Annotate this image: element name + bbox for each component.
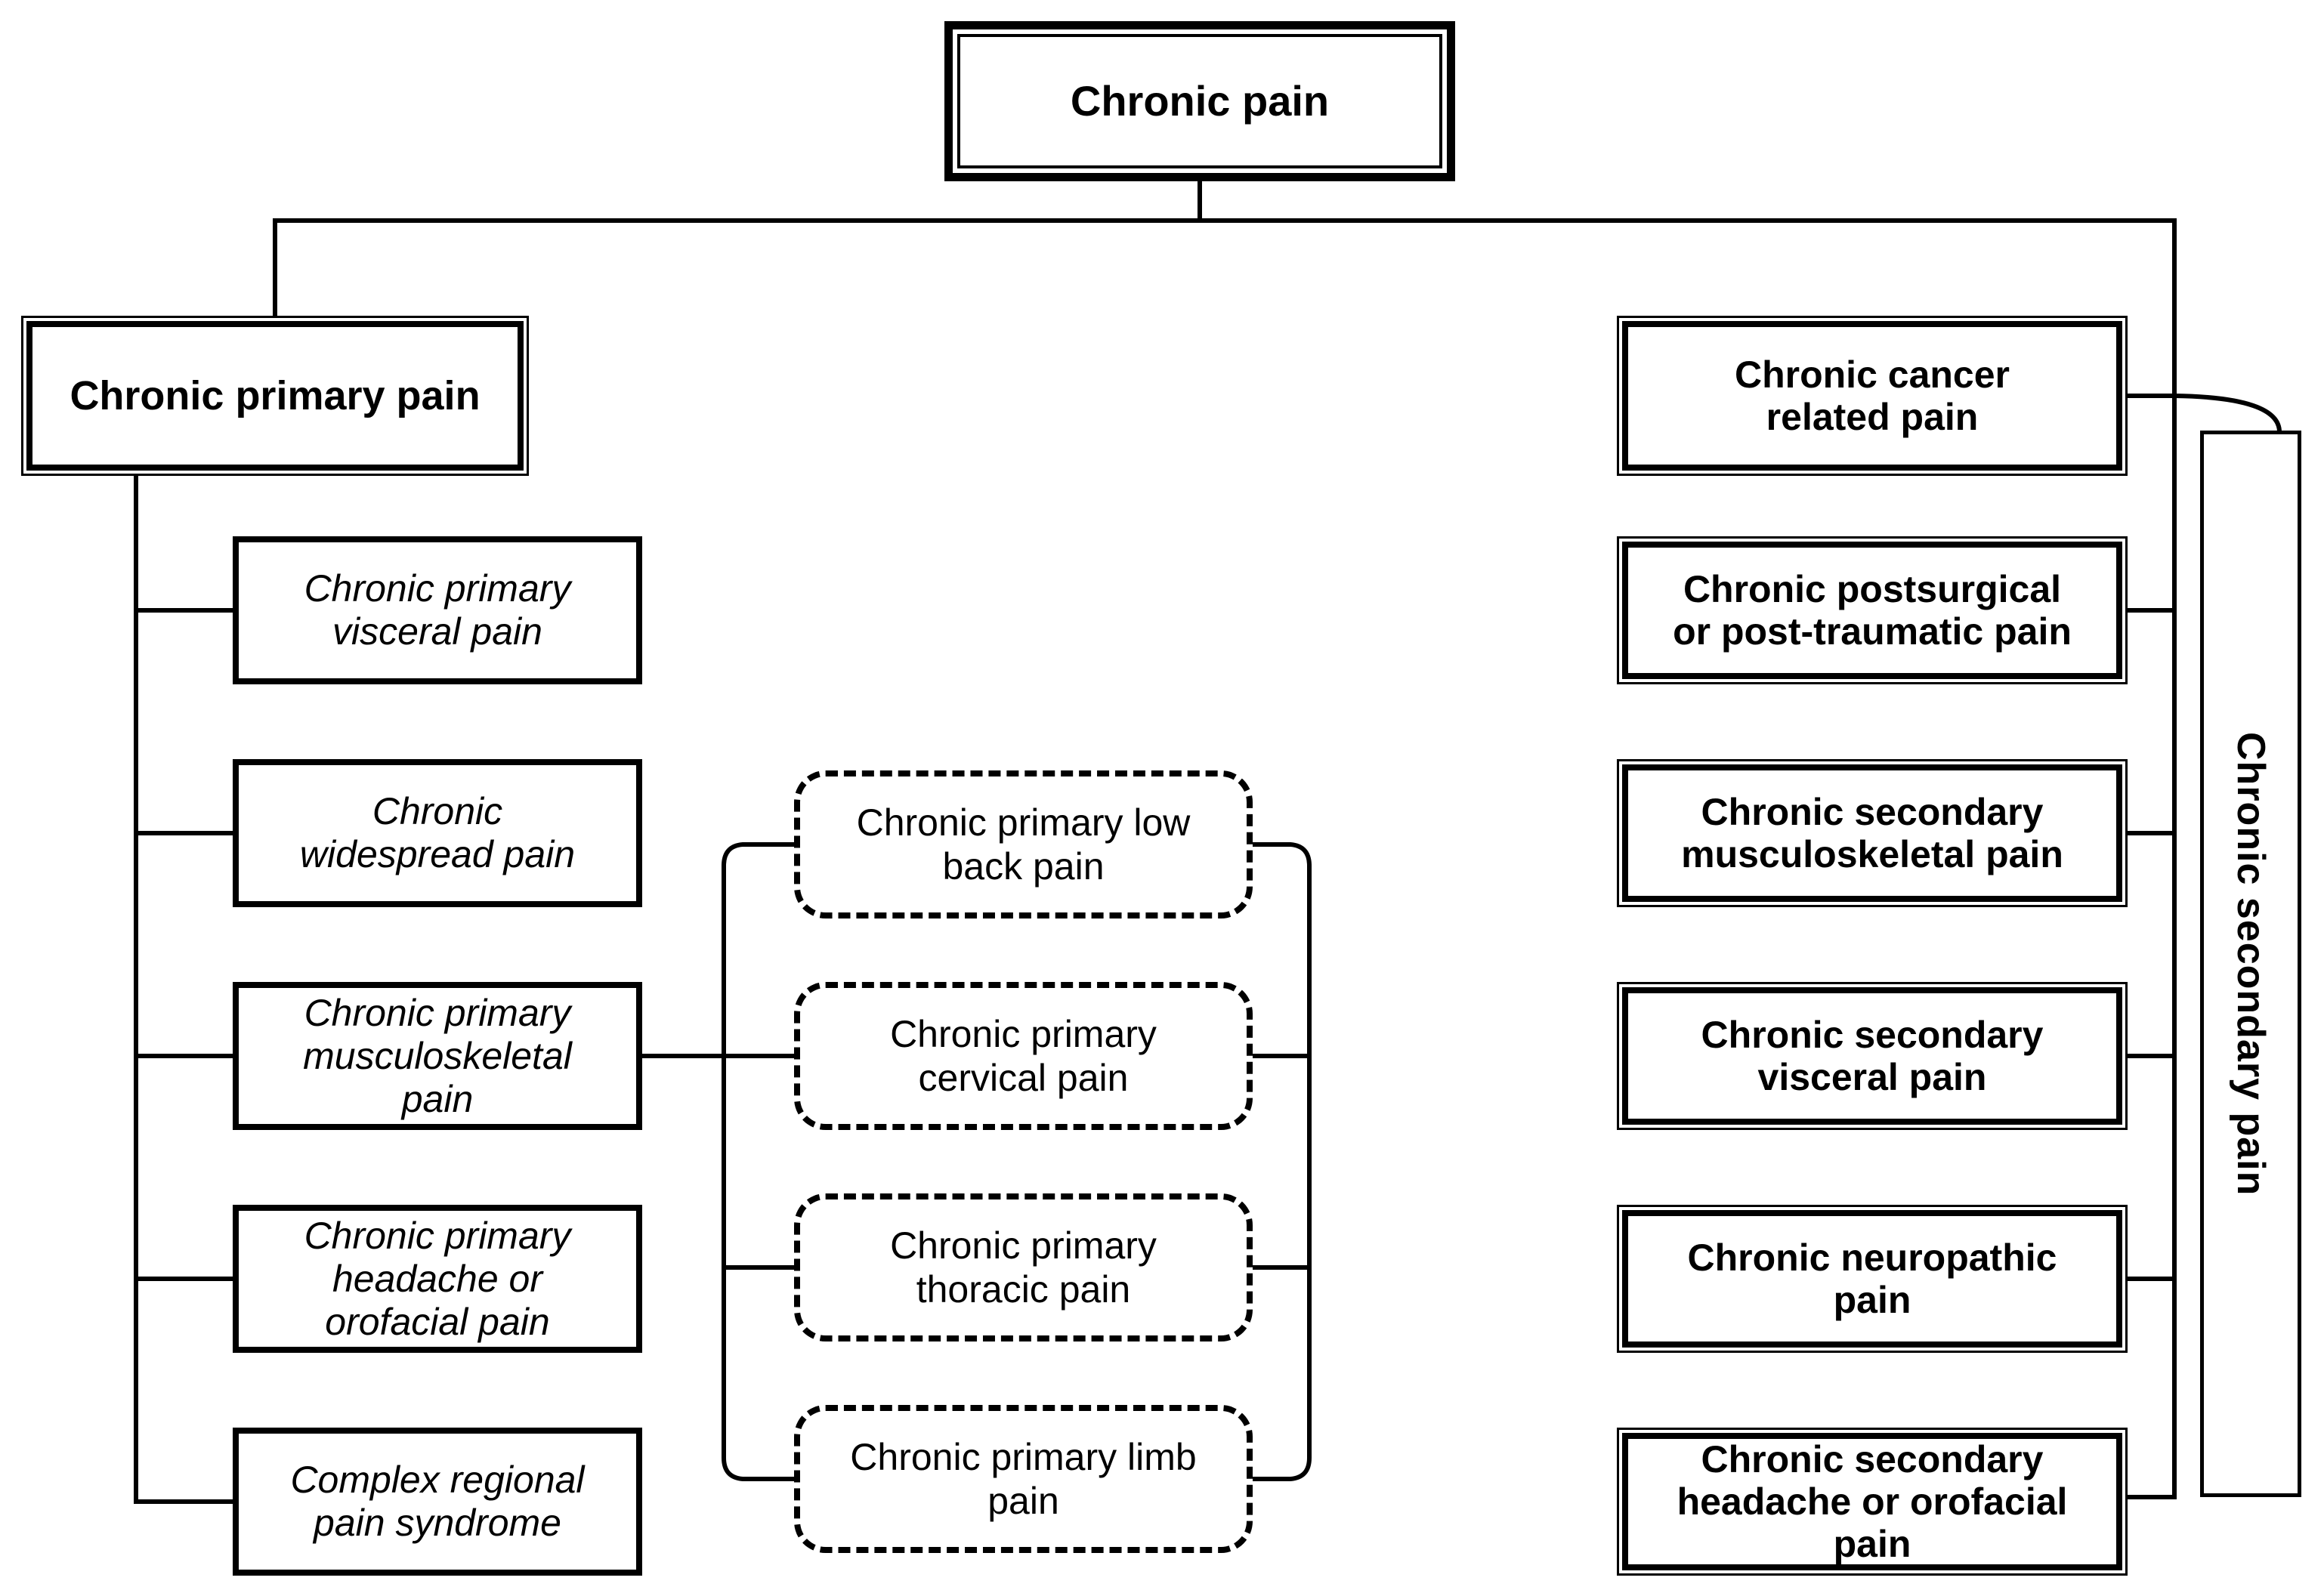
node-chronic-secondary-visceral-pain: Chronic secondary visceral pain xyxy=(1617,982,2128,1130)
node-label: Chronic widespread pain xyxy=(299,790,576,875)
node-chronic-secondary-pain: Chronic secondary pain xyxy=(2200,431,2301,1497)
node-chronic-widespread-pain: Chronic widespread pain xyxy=(233,759,642,907)
node-chronic-primary-limb-pain: Chronic primary limb pain xyxy=(794,1405,1253,1553)
node-label: Chronic secondary visceral pain xyxy=(1701,1014,2044,1098)
node-label: Chronic primary headache or orofacial pa… xyxy=(304,1214,571,1343)
node-chronic-secondary-musculoskeletal-pain: Chronic secondary musculoskeletal pain xyxy=(1617,759,2128,907)
node-label: Complex regional pain syndrome xyxy=(290,1459,585,1544)
node-chronic-primary-visceral-pain: Chronic primary visceral pain xyxy=(233,536,642,684)
node-label: Chronic neuropathic pain xyxy=(1687,1236,2057,1321)
node-label: Chronic cancer related pain xyxy=(1734,354,2010,438)
node-label: Chronic primary limb pain xyxy=(850,1436,1197,1522)
node-chronic-cancer-related-pain: Chronic cancer related pain xyxy=(1617,316,2128,476)
node-label: Chronic postsurgical or post-traumatic p… xyxy=(1673,568,2072,653)
node-chronic-primary-cervical-pain: Chronic primary cervical pain xyxy=(794,982,1253,1130)
node-chronic-secondary-pain-label: Chronic secondary pain xyxy=(2229,731,2273,1196)
node-chronic-primary-headache-or-orofacial-pain: Chronic primary headache or orofacial pa… xyxy=(233,1205,642,1353)
node-label: Chronic primary musculoskeletal pain xyxy=(303,991,572,1120)
node-label: Chronic secondary headache or orofacial … xyxy=(1677,1438,2068,1565)
node-chronic-primary-thoracic-pain: Chronic primary thoracic pain xyxy=(794,1193,1253,1341)
node-chronic-neuropathic-pain: Chronic neuropathic pain xyxy=(1617,1205,2128,1353)
node-chronic-pain-label: Chronic pain xyxy=(1070,76,1330,125)
node-chronic-secondary-headache-or-orofacial-pain: Chronic secondary headache or orofacial … xyxy=(1617,1428,2128,1576)
node-chronic-primary-pain: Chronic primary pain xyxy=(21,316,529,476)
node-chronic-postsurgical-or-post-traumatic-pain: Chronic postsurgical or post-traumatic p… xyxy=(1617,536,2128,684)
node-chronic-pain: Chronic pain xyxy=(944,21,1455,181)
node-chronic-primary-pain-label: Chronic primary pain xyxy=(70,372,481,418)
node-complex-regional-pain-syndrome: Complex regional pain syndrome xyxy=(233,1428,642,1576)
node-label: Chronic primary cervical pain xyxy=(890,1013,1157,1099)
node-chronic-primary-low-back-pain: Chronic primary low back pain xyxy=(794,770,1253,918)
node-label: Chronic primary thoracic pain xyxy=(890,1224,1157,1311)
node-label: Chronic primary visceral pain xyxy=(304,567,571,653)
node-chronic-primary-musculoskeletal-pain: Chronic primary musculoskeletal pain xyxy=(233,982,642,1130)
node-label: Chronic primary low back pain xyxy=(856,801,1191,888)
node-label: Chronic secondary musculoskeletal pain xyxy=(1681,791,2063,875)
